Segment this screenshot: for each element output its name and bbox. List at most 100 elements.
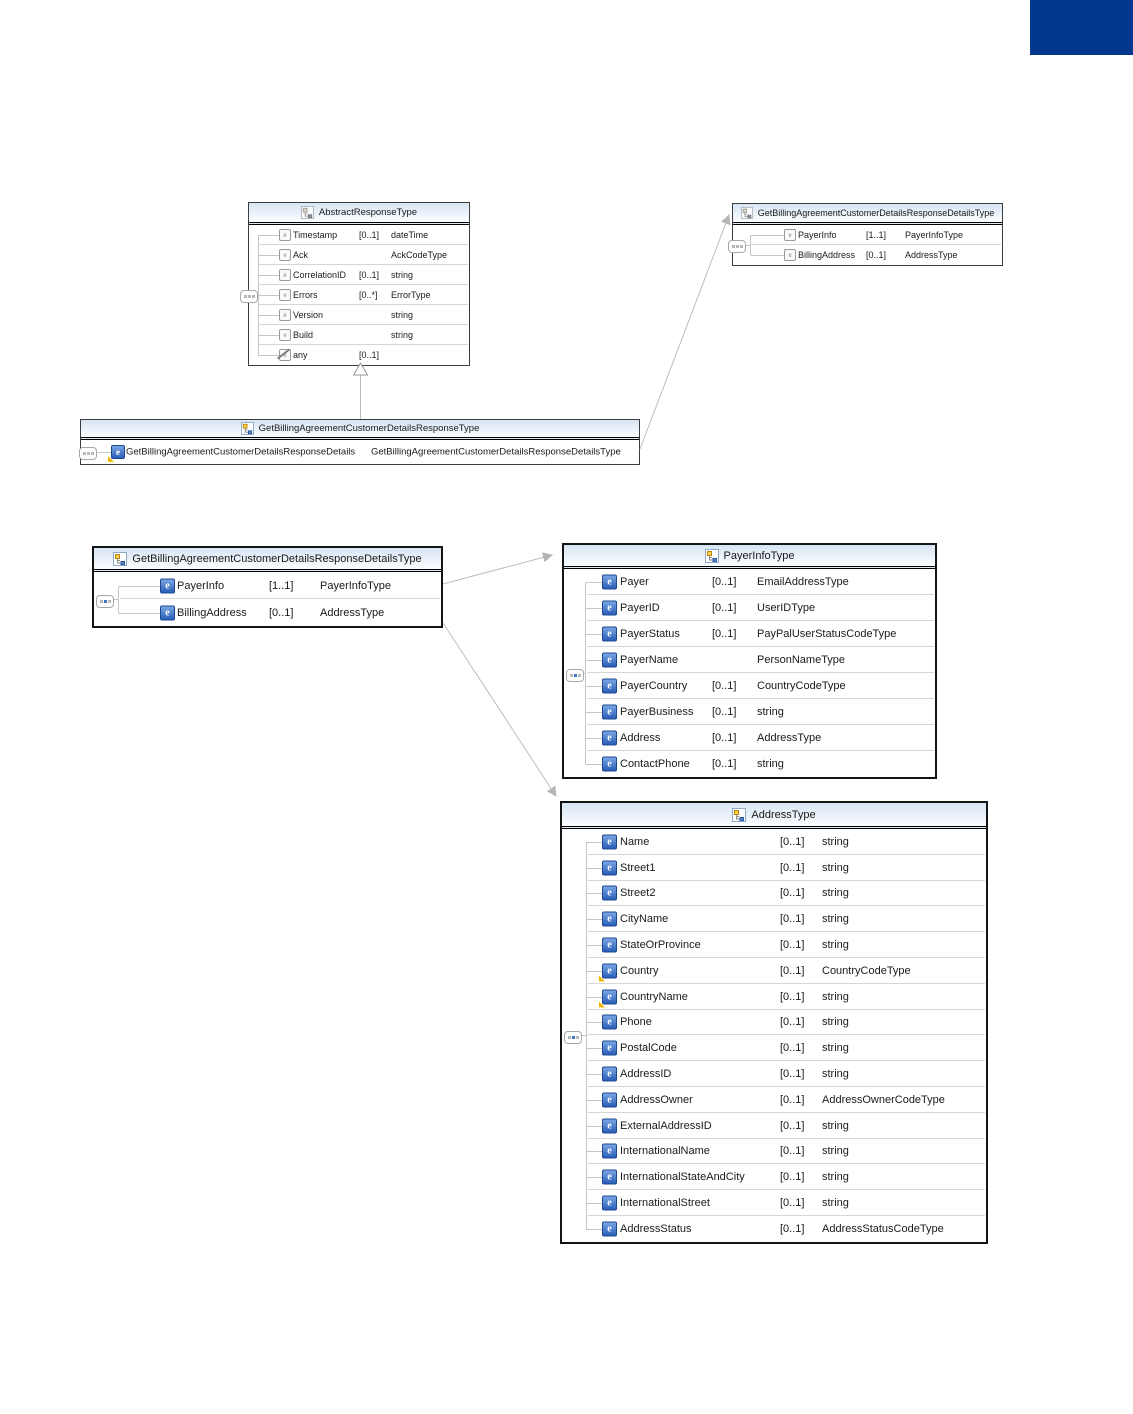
element-cardinality: [0..1] [780, 964, 805, 977]
element-icon: e [279, 289, 291, 301]
element-type: string [822, 1042, 849, 1055]
element-icon: e [602, 704, 617, 720]
element-cardinality: [0..1] [712, 732, 737, 744]
element-cardinality: [0..1] [780, 835, 805, 848]
type-box-header[interactable]: GetBillingAgreementCustomerDetailsRespon… [94, 548, 441, 572]
element-cardinality: [1..1] [866, 230, 887, 240]
element-type: string [391, 330, 414, 340]
element-type: PayerInfoType [320, 579, 391, 592]
element-cardinality: [0..1] [780, 913, 805, 926]
element-icon: e [602, 911, 617, 927]
element-cardinality: [0..1] [780, 1197, 805, 1210]
element-type: string [757, 758, 784, 770]
element-type: AddressType [905, 250, 958, 260]
type-box-header[interactable]: GetBillingAgreementCustomerDetailsRespon… [81, 420, 639, 440]
element-name: Build [293, 330, 314, 340]
element-icon: e [279, 269, 291, 281]
element-type: string [822, 835, 849, 848]
element-type: PayPalUserStatusCodeType [757, 628, 897, 640]
element-name: PayerStatus [620, 628, 680, 640]
element-type: PersonNameType [757, 654, 846, 666]
element-name: ContactPhone [620, 758, 690, 770]
complex-type-icon [732, 807, 747, 822]
element-cardinality: [0..1] [780, 861, 805, 874]
element-type: AckCodeType [391, 250, 448, 260]
element-icon: e [602, 626, 617, 642]
element-type: string [822, 1119, 849, 1132]
element-type: string [822, 1068, 849, 1081]
element-name: Street1 [620, 861, 656, 874]
element-cardinality: [0..1] [359, 270, 380, 280]
complex-type-icon [300, 206, 314, 219]
element-cardinality: [0..1] [780, 1093, 805, 1106]
element-cardinality: [0..1] [780, 1119, 805, 1132]
type-box-header[interactable]: PayerInfoType [564, 545, 935, 569]
type-box-header[interactable]: AbstractResponseType [249, 203, 469, 225]
element-name: AddressID [620, 1068, 672, 1081]
element-name: PayerID [620, 602, 660, 614]
element-name: Timestamp [293, 230, 338, 240]
element-icon: e [160, 605, 175, 620]
element-ref-icon: e [599, 989, 617, 1008]
element-cardinality: [0..1] [712, 576, 737, 588]
element-icon: e [602, 1014, 617, 1030]
element-icon: e [602, 1040, 617, 1056]
element-name: InternationalStreet [620, 1197, 710, 1210]
element-type: ErrorType [391, 290, 431, 300]
element-type: AddressStatusCodeType [822, 1222, 944, 1235]
element-icon: e [602, 885, 617, 901]
element-cardinality: [0..1] [780, 1145, 805, 1158]
sequence-icon [79, 446, 97, 460]
element-type: string [822, 990, 849, 1003]
type-box-header[interactable]: AddressType [562, 803, 986, 829]
complex-type-icon [740, 207, 753, 219]
type-box-header[interactable]: GetBillingAgreementCustomerDetailsRespon… [733, 204, 1002, 225]
element-type: PayerInfoType [905, 230, 964, 240]
element-cardinality: [0..*] [359, 290, 378, 300]
element-cardinality: [0..1] [712, 680, 737, 692]
element-name: GetBillingAgreementCustomerDetailsRespon… [126, 446, 356, 458]
element-name: BillingAddress [798, 250, 856, 260]
element-type: AddressType [757, 732, 822, 744]
element-type: string [822, 1016, 849, 1029]
element-type: string [822, 861, 849, 874]
